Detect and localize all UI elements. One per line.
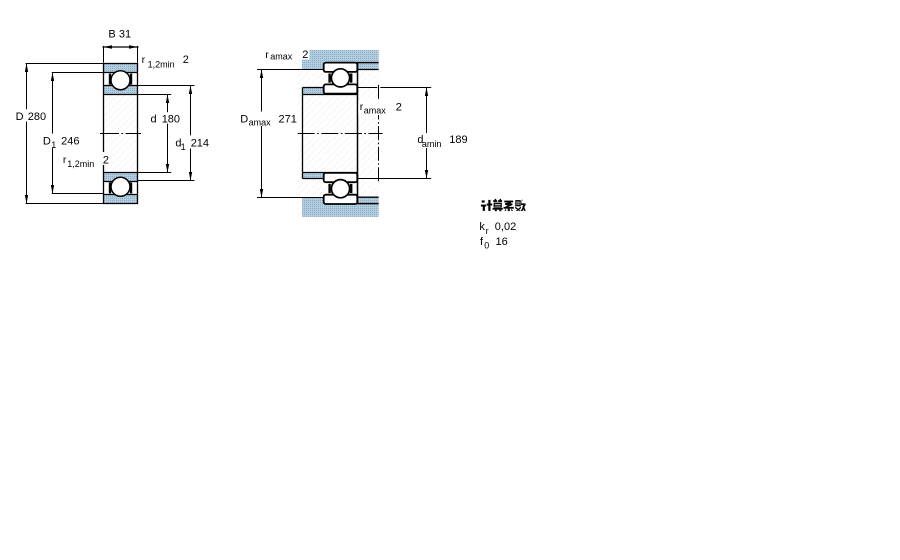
svg-text:16: 16 [496,236,508,248]
svg-text:amax: amax [364,106,387,116]
svg-text:amax: amax [249,118,272,128]
svg-text:271: 271 [279,114,297,126]
svg-text:r: r [265,49,269,61]
svg-text:r: r [486,226,489,236]
svg-text:r: r [63,154,67,166]
svg-text:280: 280 [28,111,46,123]
svg-text:2: 2 [103,154,109,166]
svg-text:r: r [142,54,146,66]
svg-text:1,2min: 1,2min [148,60,175,70]
svg-text:d: d [175,137,181,149]
svg-text:B: B [108,29,115,41]
svg-text:d: d [151,113,157,125]
svg-text:d: d [417,134,423,146]
svg-text:214: 214 [191,137,209,149]
svg-text:180: 180 [162,113,180,125]
svg-text:246: 246 [61,136,79,148]
svg-text:2: 2 [183,54,189,66]
svg-text:r: r [360,101,364,113]
svg-text:D: D [16,111,24,123]
svg-text:D: D [240,114,248,126]
svg-text:amin: amin [422,139,442,149]
svg-text:0: 0 [484,240,489,250]
svg-text:189: 189 [449,134,467,146]
svg-text:0,02: 0,02 [495,221,516,233]
svg-text:1: 1 [51,140,56,150]
svg-text:amax: amax [270,52,293,62]
svg-text:1: 1 [181,142,186,152]
svg-text:2: 2 [302,49,308,61]
svg-text:31: 31 [119,29,131,41]
svg-text:D: D [43,136,51,148]
svg-text:1,2min: 1,2min [67,159,94,169]
svg-text:2: 2 [396,101,402,113]
svg-text:f: f [480,236,484,248]
svg-text:k: k [479,221,485,233]
